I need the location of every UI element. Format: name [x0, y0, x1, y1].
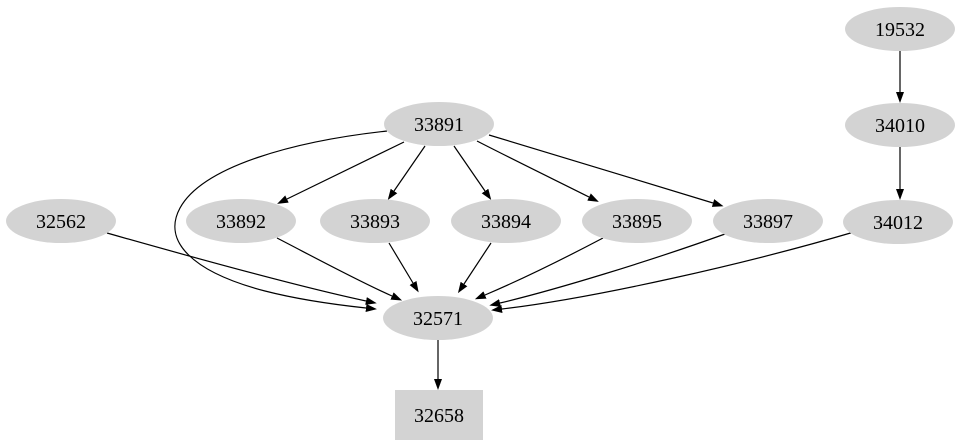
node-ellipse-shape [451, 199, 561, 243]
edge-33897-32571 [489, 233, 726, 307]
node-33895: 33895 [582, 199, 692, 243]
edge-33893-32571 [388, 242, 419, 293]
node-ellipse-shape [843, 200, 953, 244]
node-box-shape [395, 390, 483, 440]
node-label: 34012 [873, 212, 923, 234]
node-ellipse-shape [845, 103, 955, 147]
node-label: 33891 [414, 114, 464, 136]
node-label: 33893 [350, 211, 400, 233]
node-label: 33892 [216, 211, 266, 233]
node-label: 33897 [743, 211, 793, 233]
node-32571: 32571 [383, 296, 493, 340]
node-32658: 32658 [395, 390, 483, 440]
node-33891: 33891 [384, 102, 494, 146]
node-label: 19532 [875, 19, 925, 41]
edge-32562-32571 [106, 232, 377, 305]
node-ellipse-shape [713, 199, 823, 243]
edge-33894-32571 [457, 242, 492, 294]
edge-33891-33892 [277, 141, 405, 204]
edge-34012-32571 [491, 231, 855, 313]
edge-33891-33893 [387, 145, 426, 201]
node-32562: 32562 [6, 199, 116, 243]
node-label: 32562 [36, 211, 86, 233]
edge-33891-32571 [174, 130, 388, 312]
node-34010: 34010 [845, 103, 955, 147]
edge-33895-32571 [474, 237, 604, 300]
node-33897: 33897 [713, 199, 823, 243]
node-33893: 33893 [320, 199, 430, 243]
node-ellipse-shape [845, 7, 955, 51]
edge-33891-33895 [476, 140, 599, 202]
node-ellipse-shape [320, 199, 430, 243]
node-label: 34010 [875, 115, 925, 137]
node-ellipse-shape [582, 199, 692, 243]
edge-33891-33894 [453, 145, 492, 201]
node-19532: 19532 [845, 7, 955, 51]
node-label: 32658 [414, 405, 464, 427]
node-label: 32571 [413, 308, 463, 330]
edge-33892-32571 [276, 237, 403, 301]
node-ellipse-shape [384, 102, 494, 146]
node-ellipse-shape [186, 199, 296, 243]
node-label: 33895 [612, 211, 662, 233]
node-33892: 33892 [186, 199, 296, 243]
node-ellipse-shape [383, 296, 493, 340]
node-label: 33894 [481, 211, 531, 233]
node-ellipse-shape [6, 199, 116, 243]
node-34012: 34012 [843, 200, 953, 244]
node-33894: 33894 [451, 199, 561, 243]
edge-33891-33897 [488, 134, 724, 207]
